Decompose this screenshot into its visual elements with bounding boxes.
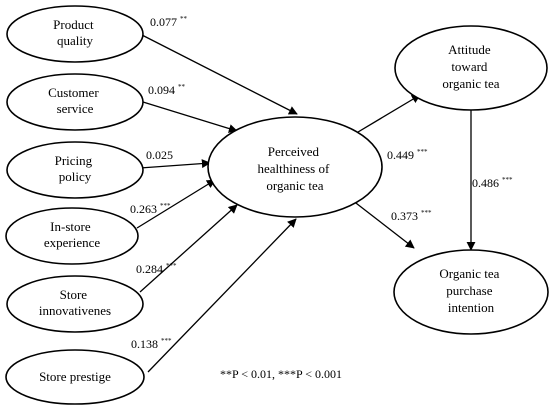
node-label-line: organic tea <box>442 76 499 91</box>
node-label-line: In-store <box>50 219 91 234</box>
svg-text:Customer service: Customer service <box>48 85 102 116</box>
edge-pricing-policy-to-perceived-healthiness <box>139 159 211 169</box>
node-label-line: Pricing <box>55 153 93 168</box>
coefficient-labels: 0.077** 0.094** 0.025 0.263*** 0.284*** … <box>130 15 513 351</box>
node-label-line: toward <box>451 59 488 74</box>
node-customer-service: Customer service <box>6 73 144 131</box>
node-label-line: intention <box>448 300 495 315</box>
node-label-line: organic tea <box>266 178 323 193</box>
significance-stars: *** <box>166 262 177 270</box>
node-label-line: policy <box>59 169 92 184</box>
edge-customer-service-to-perceived-healthiness <box>142 101 238 133</box>
edge-store-innovativeness-to-perceived-healthiness <box>139 204 238 293</box>
svg-text:In-store experience: In-store experience <box>44 219 101 250</box>
coef-pricing-policy: 0.025 <box>146 148 173 162</box>
significance-stars: *** <box>502 176 513 184</box>
node-label-line: quality <box>57 33 94 48</box>
svg-text:Store innovativenes: Store innovativenes <box>39 287 111 318</box>
node-label-line: Store prestige <box>39 369 111 384</box>
coef-attitude-to-purchase-intention: 0.486*** <box>472 176 513 190</box>
node-label-line: Organic tea <box>439 266 499 281</box>
edge-store-prestige-to-perceived-healthiness <box>147 218 297 373</box>
coef-customer-service: 0.094** <box>148 83 186 97</box>
edges-layer <box>136 33 476 373</box>
node-label-line: purchase <box>446 283 492 298</box>
svg-text:Product quality: Product quality <box>53 17 97 48</box>
node-label-line: Product <box>53 17 94 32</box>
nodes-layer: Product quality Customer service Pricing… <box>5 5 549 405</box>
significance-stars: ** <box>180 15 188 23</box>
significance-stars: *** <box>161 337 172 345</box>
svg-text:Perceived healthiness: Perceived healthiness of organic tea <box>257 144 332 193</box>
edge-product-quality-to-perceived-healthiness <box>139 33 298 115</box>
significance-footnote: **P < 0.01, ***P < 0.001 <box>220 367 342 381</box>
coef-in-store-experience: 0.263*** <box>130 202 171 216</box>
coef-healthiness-to-attitude: 0.449*** <box>387 148 428 162</box>
node-label-line: Attitude <box>448 42 491 57</box>
node-attitude: Attitude toward organic tea <box>394 25 548 111</box>
node-label-line: innovativenes <box>39 303 111 318</box>
node-label-line: experience <box>44 235 101 250</box>
node-product-quality: Product quality <box>6 5 144 63</box>
svg-text:Attitude toward: Attitude toward organic tea <box>442 42 499 91</box>
significance-stars: ** <box>178 83 186 91</box>
node-purchase-intention: Organic tea purchase intention <box>393 249 549 335</box>
edge-in-store-experience-to-perceived-healthiness <box>136 179 216 229</box>
svg-text:Store prestige: Store prestige <box>39 369 111 384</box>
node-label-line: Store <box>60 287 88 302</box>
coef-store-prestige: 0.138*** <box>131 337 172 351</box>
significance-stars: *** <box>160 202 171 210</box>
node-label-line: service <box>57 101 94 116</box>
node-label-line: Customer <box>48 85 99 100</box>
node-store-innovativeness: Store innovativenes <box>6 275 144 333</box>
node-store-prestige: Store prestige <box>5 349 145 405</box>
node-in-store-experience: In-store experience <box>5 207 139 265</box>
significance-stars: *** <box>421 209 432 217</box>
node-label-line: Perceived <box>268 144 320 159</box>
edge-perceived-healthiness-to-attitude <box>347 94 421 139</box>
svg-text:Organic tea purchase: Organic tea purchase intention <box>439 266 502 315</box>
node-label-line: healthiness of <box>257 161 330 176</box>
svg-text:Pricing policy: Pricing policy <box>55 153 96 184</box>
coef-product-quality: 0.077** <box>150 15 188 29</box>
coef-store-innovativeness: 0.284*** <box>136 262 177 276</box>
edge-perceived-healthiness-to-purchase-intention <box>351 199 415 249</box>
node-perceived-healthiness: Perceived healthiness of organic tea <box>207 116 383 218</box>
node-pricing-policy: Pricing policy <box>6 141 144 199</box>
significance-stars: *** <box>417 148 428 156</box>
coef-healthiness-to-purchase-intention: 0.373*** <box>391 209 432 223</box>
